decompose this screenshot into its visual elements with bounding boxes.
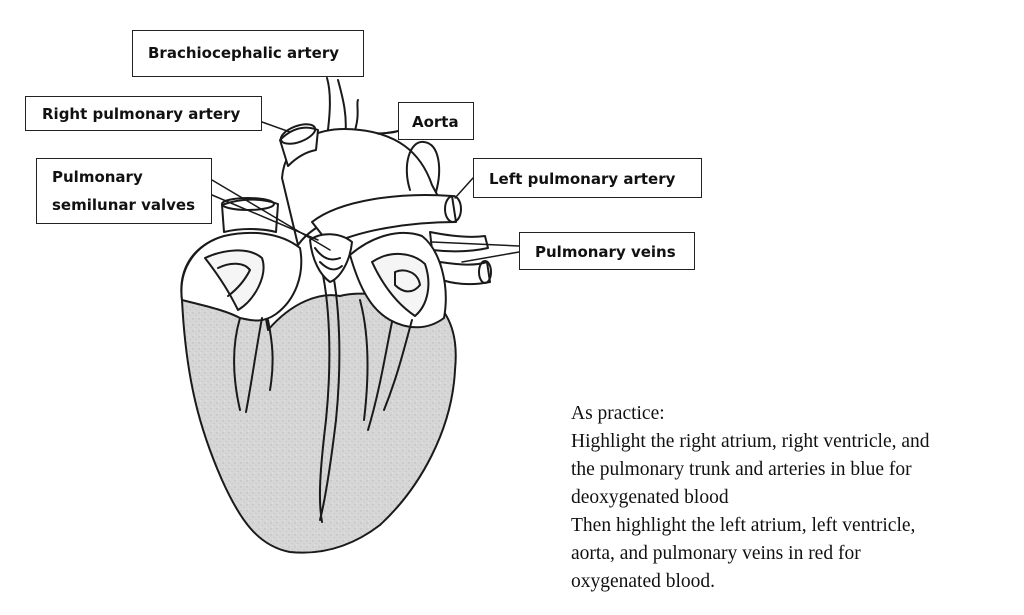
label-pulmonary-semilunar-valves: Pulmonary semilunar valves	[36, 158, 212, 224]
instructions-text: As practice: Highlight the right atrium,…	[571, 400, 1011, 596]
instruction-line: Highlight the right atrium, right ventri…	[571, 431, 930, 452]
instruction-line: aorta, and pulmonary veins in red for	[571, 543, 861, 564]
instruction-line: Then highlight the left atrium, left ven…	[571, 515, 916, 536]
pulmonary-veins	[429, 231, 491, 286]
instruction-line: the pulmonary trunk and arteries in blue…	[571, 459, 912, 480]
pulmonary-semilunar-valves	[309, 233, 353, 283]
instruction-line: oxygenated blood.	[571, 571, 716, 592]
instruction-line: deoxygenated blood	[571, 487, 729, 508]
label-pulmonary-semilunar-valves-line1: Pulmonary	[52, 168, 143, 186]
aortic-loop	[405, 140, 441, 193]
instruction-line: As practice:	[571, 403, 665, 424]
superior-vena-cava	[221, 198, 279, 233]
label-left-pulmonary-artery: Left pulmonary artery	[473, 158, 702, 198]
label-brachiocephalic-artery: Brachiocephalic artery	[132, 30, 364, 77]
septum	[319, 259, 341, 521]
left-pulmonary-artery	[311, 194, 457, 246]
label-pulmonary-veins: Pulmonary veins	[519, 232, 695, 270]
label-aorta: Aorta	[398, 102, 474, 140]
label-pulmonary-semilunar-valves-line2: semilunar valves	[52, 196, 196, 214]
label-right-pulmonary-artery: Right pulmonary artery	[25, 96, 262, 131]
